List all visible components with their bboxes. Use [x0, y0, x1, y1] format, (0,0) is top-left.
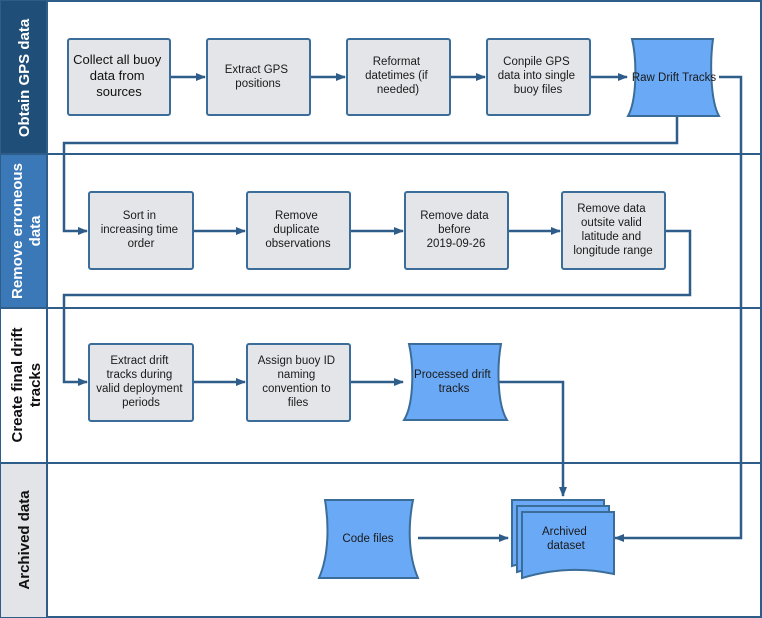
svg-text:Remove data before: Remove data before 2019-09-26 — [420, 210, 492, 250]
arrow-raw-archived — [614, 75, 743, 542]
node-remove-duplicate: Remove duplicate observations — [246, 191, 351, 270]
svg-text:Sort in increasing time: Sort in increasing time order — [101, 210, 182, 250]
svg-text:data: data — [27, 215, 44, 247]
node-code-files: Code files — [317, 499, 420, 579]
svg-text:Extract GPS positions: Extract GPS positions — [225, 64, 291, 90]
lane-header-obtain — [1, 1, 47, 154]
svg-text:Create final drift: Create final drift — [9, 327, 26, 442]
svg-text:tracks: tracks — [27, 363, 44, 407]
lane-label-remove: Remove erroneous data — [9, 163, 44, 299]
node-remove-before: Remove data before 2019-09-26 — [404, 191, 509, 270]
node-remove-outside: Remove data outsite valid latitude and l… — [561, 191, 666, 270]
arrow-processed-archived — [493, 380, 567, 497]
svg-text:Remove duplicate o: Remove duplicate observations — [265, 210, 330, 250]
node-extract-gps: Extract GPS positions — [206, 38, 311, 116]
lane-label-create: Create final drift tracks — [9, 327, 44, 442]
svg-text:Code files: Code files — [342, 533, 393, 545]
arrow-raw-sort — [62, 117, 679, 235]
node-processed-drift-tracks: Processed drift tracks — [402, 343, 509, 421]
node-collect: Collect all buoy data from sources — [67, 38, 171, 116]
arrow-outside-extract-drift — [62, 229, 692, 386]
svg-text:Archived dataset: Archived dataset — [542, 526, 590, 552]
node-compile: Conpile GPS data into single buoy files — [486, 38, 591, 116]
lane-header-create — [1, 308, 47, 463]
node-archived-dataset: Archived dataset — [511, 499, 615, 580]
svg-text:Raw Drift Tracks: Raw Drift Tracks — [632, 72, 717, 84]
svg-text:Collect all buoy data fr: Collect all buoy data from sources — [73, 52, 165, 99]
node-reformat: Reformat datetimes (if needed) — [346, 38, 451, 116]
lane-label-archived: Archived data — [16, 490, 33, 590]
lane-header-remove — [1, 154, 47, 308]
svg-text:Extract drift tracks dur: Extract drift tracks during valid deploy… — [96, 355, 186, 409]
lane-header-archived — [1, 463, 47, 617]
svg-text:Remove erroneous: Remove erroneous — [9, 163, 26, 299]
node-extract-drift: Extract drift tracks during valid deploy… — [88, 343, 194, 422]
connectors — [62, 73, 743, 542]
svg-text:Remove data outsite vali: Remove data outsite valid latitude and l… — [573, 203, 652, 257]
node-assign-id: Assign buoy ID naming convention to file… — [246, 343, 351, 422]
svg-text:Processed drift tracks: Processed drift tracks — [414, 369, 494, 395]
svg-text:Conpile GPS data into si: Conpile GPS data into single buoy files — [498, 56, 579, 96]
svg-text:Assign buoy ID naming: Assign buoy ID naming convention to file… — [258, 355, 339, 409]
lane-label-obtain: Obtain GPS data — [16, 18, 33, 137]
node-sort: Sort in increasing time order — [88, 191, 194, 270]
node-raw-drift-tracks: Raw Drift Tracks — [626, 38, 721, 117]
svg-text:Reformat datetimes (if: Reformat datetimes (if needed) — [365, 56, 431, 96]
